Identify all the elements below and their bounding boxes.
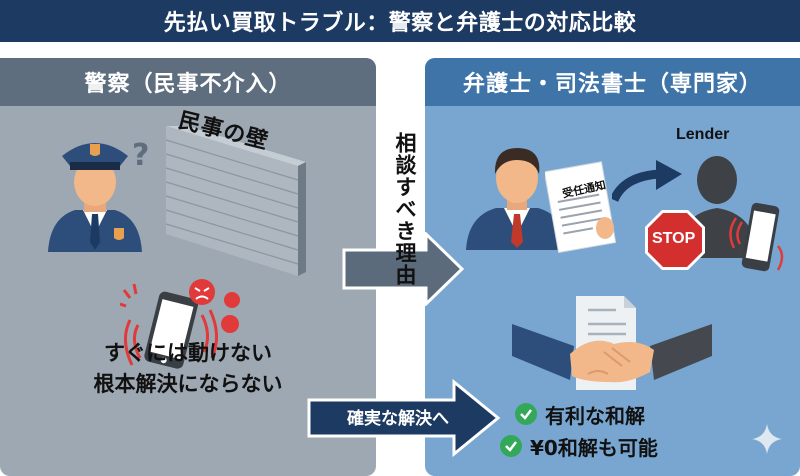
lawyer-panel-header: 弁護士・司法書士（専門家） xyxy=(425,58,800,106)
caption-line-2: 根本解決にならない xyxy=(93,372,283,396)
benefit-list: 有利な和解 ¥0和解も可能 xyxy=(500,398,740,462)
lender-label: Lender xyxy=(676,126,730,143)
check-icon xyxy=(500,435,522,457)
stop-sign-icon xyxy=(645,210,705,270)
police-caption: すぐには動けない 根本解決にならない xyxy=(0,338,376,400)
benefit-label: ¥0和解も可能 xyxy=(530,435,658,460)
brick-wall-icon xyxy=(166,126,306,276)
reason-arrow-icon xyxy=(342,232,464,306)
solution-arrow-label: 確実な解決へ xyxy=(347,409,449,429)
lawyer-panel: 弁護士・司法書士（専門家） xyxy=(425,58,800,476)
solution-arrow-icon xyxy=(307,378,501,458)
check-icon xyxy=(515,403,537,425)
benefit-item: 有利な和解 xyxy=(500,398,740,430)
reason-vertical-label: 相談すべき理由 xyxy=(393,132,417,286)
police-panel-header: 警察（民事不介入） xyxy=(0,58,376,106)
stop-label: STOP xyxy=(652,230,696,247)
handshake-icon xyxy=(512,296,712,390)
angry-face-icon xyxy=(189,279,240,333)
caption-line-1: すぐには動けない xyxy=(104,341,272,365)
benefit-label: 有利な和解 xyxy=(545,403,645,428)
sparkle-icon xyxy=(752,424,782,454)
ringing-phone-icon xyxy=(120,283,218,369)
page-title: 先払い買取トラブル：警察と弁護士の対応比較 xyxy=(0,0,800,42)
phone-icon xyxy=(729,202,784,272)
police-officer-icon xyxy=(48,143,142,252)
curved-arrow-icon xyxy=(612,160,682,203)
document-icon xyxy=(545,161,617,254)
question-mark-icon: ? xyxy=(132,138,150,173)
benefit-item: ¥0和解も可能 xyxy=(500,430,740,462)
lawyer-icon xyxy=(466,148,568,250)
